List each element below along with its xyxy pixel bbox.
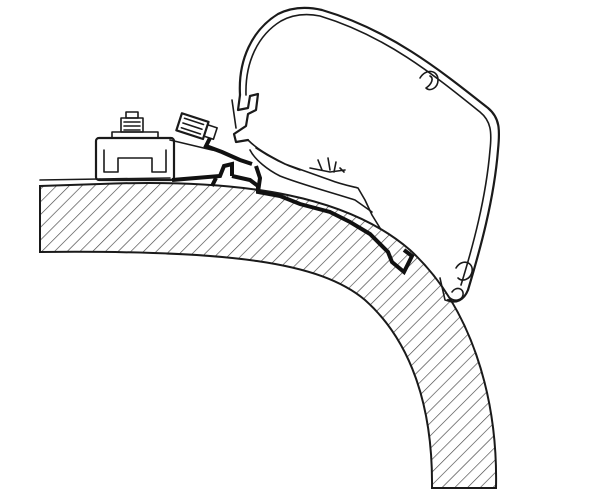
roof-section [39,177,498,489]
mounting-bracket [231,92,381,229]
awning-cassette [238,6,501,303]
adapter-rail [171,137,415,276]
